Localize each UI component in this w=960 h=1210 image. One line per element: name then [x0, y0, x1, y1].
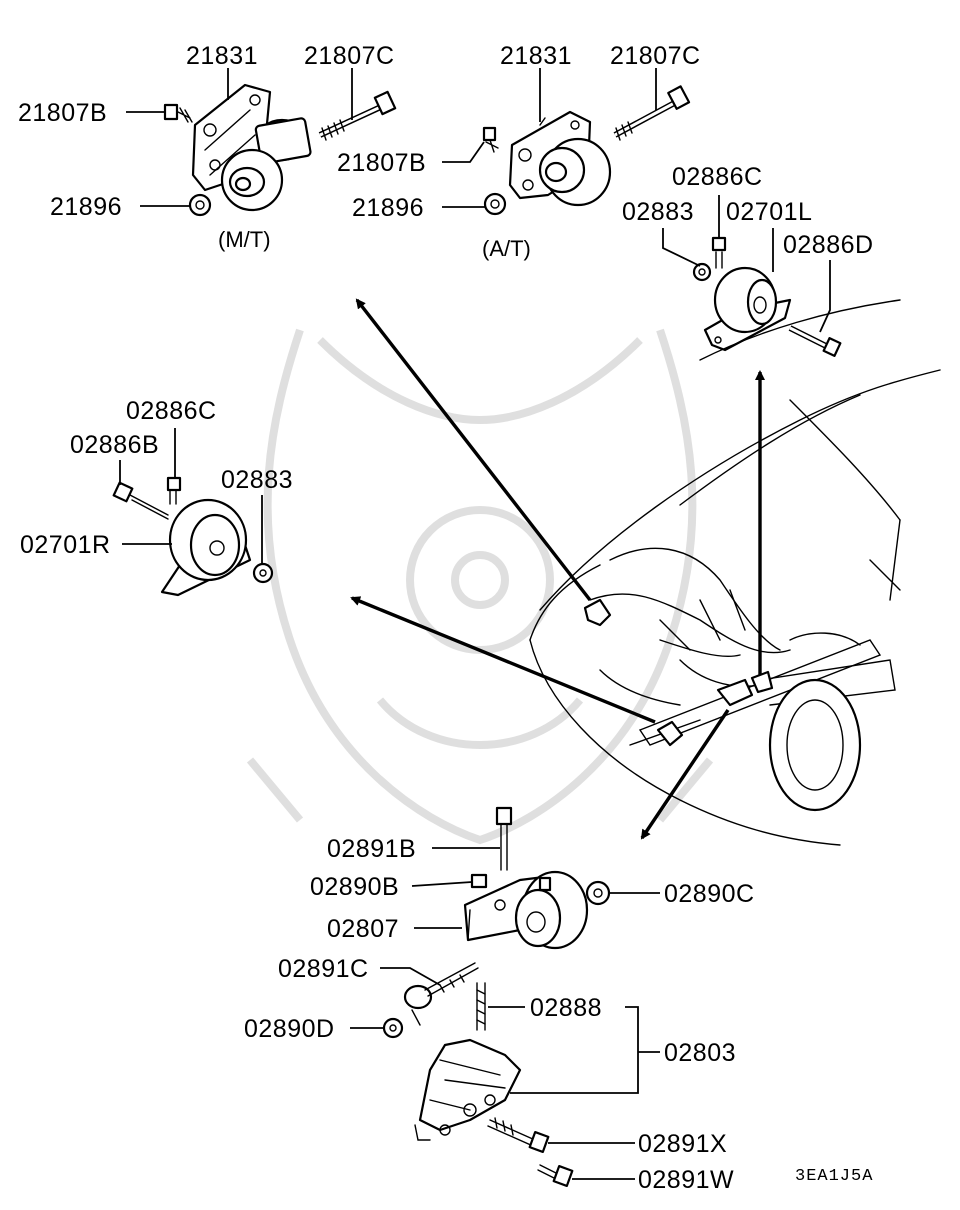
diagram-code: 3EA1J5A — [795, 1167, 873, 1186]
nut-02890d — [382, 1017, 404, 1039]
label-21807c-at[interactable]: 21807C — [610, 42, 701, 70]
label-variant-mt: (M/T) — [218, 227, 271, 252]
bolt-02891x — [487, 1117, 550, 1154]
label-02886c-r[interactable]: 02886C — [126, 397, 217, 425]
label-02891b[interactable]: 02891B — [327, 835, 416, 863]
label-02886b[interactable]: 02886B — [70, 431, 159, 459]
arrow-to-02807 — [640, 709, 730, 840]
label-variant-at: (A/T) — [482, 236, 531, 261]
label-02888[interactable]: 02888 — [530, 994, 602, 1022]
at-bolt-21807c — [613, 85, 691, 141]
bolt-02886c-right — [166, 476, 182, 505]
bolt-02891w — [537, 1164, 574, 1188]
label-02891c[interactable]: 02891C — [278, 955, 369, 983]
leader-lines — [119, 68, 831, 1180]
mount-02701r — [160, 498, 252, 597]
stud-02888 — [476, 982, 486, 1031]
part-labels: 21831 21807C 21807B 21896 (M/T) 21831 21… — [18, 42, 874, 1194]
watermark-logo — [246, 328, 714, 845]
nut-02883-left — [692, 262, 712, 282]
bolt-02886c-left — [711, 236, 727, 269]
label-02701l[interactable]: 02701L — [726, 198, 812, 226]
label-21807b-at[interactable]: 21807B — [337, 149, 426, 177]
label-02890b[interactable]: 02890B — [310, 873, 399, 901]
bolt-02886b — [112, 481, 169, 520]
arrow-to-02701r — [350, 596, 656, 724]
nut-02883-right — [252, 562, 274, 584]
label-02883-r[interactable]: 02883 — [221, 466, 293, 494]
mt-nut-21896 — [188, 193, 212, 217]
label-21896-mt[interactable]: 21896 — [50, 193, 122, 221]
direction-arrows — [350, 298, 765, 840]
stud-02891c — [403, 962, 479, 1026]
label-02890c[interactable]: 02890C — [664, 880, 755, 908]
label-02886c-l[interactable]: 02886C — [672, 163, 763, 191]
label-02890d[interactable]: 02890D — [244, 1015, 335, 1043]
mount-02807 — [463, 870, 589, 950]
mount-02701l — [703, 266, 792, 352]
label-02883-l[interactable]: 02883 — [622, 198, 694, 226]
at-mount-assembly — [508, 110, 612, 207]
vehicle-body-outline — [529, 299, 941, 846]
label-02891x[interactable]: 02891X — [638, 1130, 727, 1158]
label-02807[interactable]: 02807 — [327, 915, 399, 943]
nut-02890b — [470, 873, 488, 889]
at-nut-21896 — [483, 192, 507, 216]
bolt-02886d — [788, 325, 842, 357]
nut-02890c — [585, 880, 611, 906]
bolt-02891b — [495, 806, 513, 871]
arrow-to-upper-mounts — [355, 298, 592, 602]
bracket-02803 — [414, 1038, 522, 1141]
mt-mount-assembly — [191, 83, 312, 212]
mt-bolt-21807b — [163, 103, 193, 123]
label-02803[interactable]: 02803 — [664, 1039, 736, 1067]
label-02886d[interactable]: 02886D — [783, 231, 874, 259]
label-21831-at[interactable]: 21831 — [500, 42, 572, 70]
at-bolt-21807b — [482, 126, 499, 153]
label-21807b-mt[interactable]: 21807B — [18, 99, 107, 127]
label-02701r[interactable]: 02701R — [20, 531, 111, 559]
label-21831-mt[interactable]: 21831 — [186, 42, 258, 70]
label-21807c-mt[interactable]: 21807C — [304, 42, 395, 70]
label-02891w[interactable]: 02891W — [638, 1166, 734, 1194]
label-21896-at[interactable]: 21896 — [352, 194, 424, 222]
mt-bolt-21807c — [318, 90, 397, 141]
